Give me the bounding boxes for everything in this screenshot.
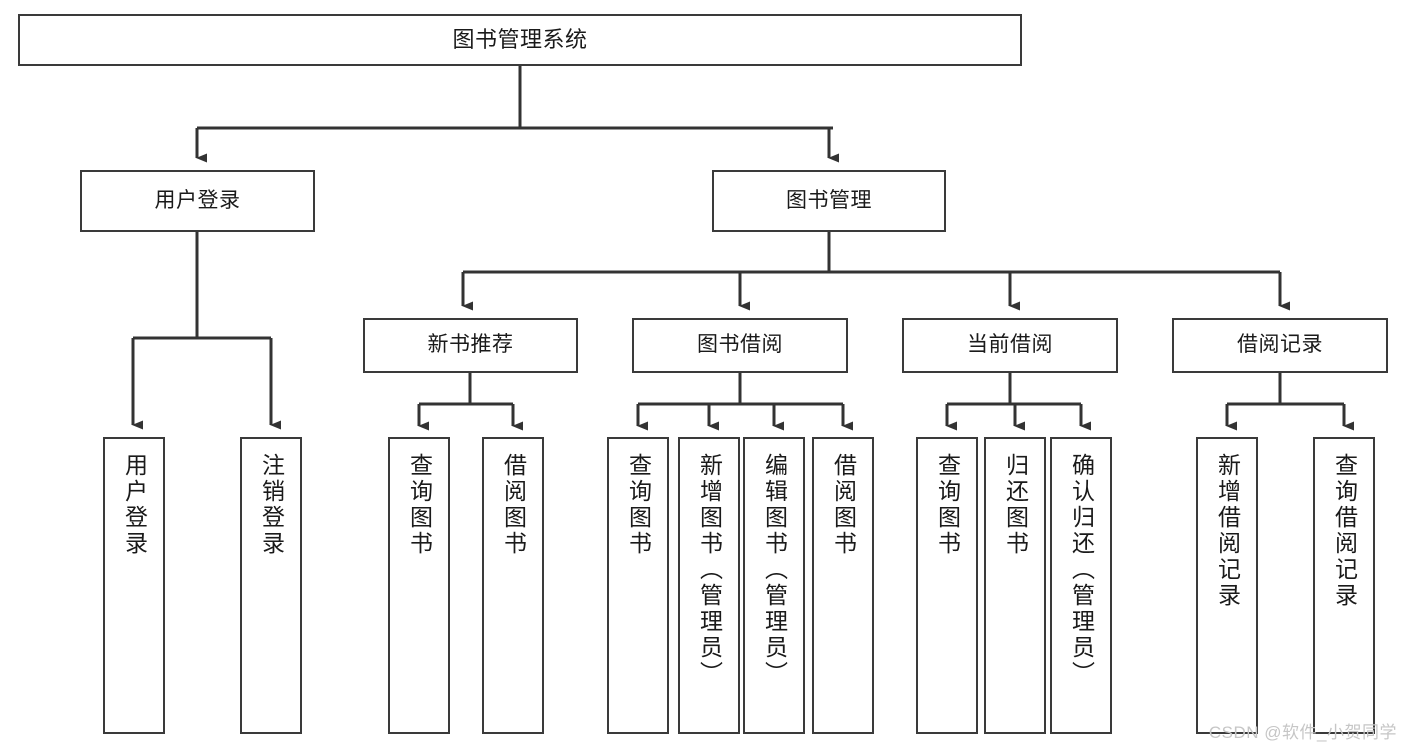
- node-user-login[interactable]: 用户登录: [80, 170, 315, 232]
- node-label: 查询图书: [934, 453, 961, 557]
- node-label: 图书管理系统: [452, 27, 588, 53]
- leaf-user-login-signout[interactable]: 注销登录: [240, 437, 302, 734]
- node-label: 归还图书: [1002, 453, 1029, 557]
- node-current-borrow[interactable]: 当前借阅: [902, 318, 1118, 373]
- leaf-borrow-borrow-book[interactable]: 借阅图书: [812, 437, 874, 734]
- node-label: 借阅记录: [1237, 333, 1323, 357]
- node-new-book-recommend[interactable]: 新书推荐: [363, 318, 578, 373]
- leaf-record-query-record[interactable]: 查询借阅记录: [1313, 437, 1375, 734]
- node-root-system[interactable]: 图书管理系统: [18, 14, 1022, 66]
- leaf-current-return-book[interactable]: 归还图书: [984, 437, 1046, 734]
- node-label: 用户登录: [154, 188, 241, 212]
- node-label: 新增借阅记录: [1214, 453, 1241, 609]
- leaf-borrow-add-book[interactable]: 新增图书（管理员）: [678, 437, 740, 734]
- node-label: 查询借阅记录: [1331, 453, 1358, 609]
- node-label: 借阅图书: [500, 453, 527, 557]
- node-label: 确认归还（管理员）: [1068, 453, 1095, 687]
- leaf-borrow-edit-book[interactable]: 编辑图书（管理员）: [743, 437, 805, 734]
- node-label: 新书推荐: [427, 333, 514, 357]
- node-book-borrow[interactable]: 图书借阅: [632, 318, 848, 373]
- node-borrow-record[interactable]: 借阅记录: [1172, 318, 1388, 373]
- node-label: 图书借阅: [697, 333, 783, 357]
- node-label: 编辑图书（管理员）: [761, 453, 788, 687]
- node-label: 借阅图书: [830, 453, 857, 557]
- leaf-current-query-book[interactable]: 查询图书: [916, 437, 978, 734]
- leaf-record-add-record[interactable]: 新增借阅记录: [1196, 437, 1258, 734]
- node-label: 注销登录: [258, 453, 285, 557]
- node-label: 图书管理: [786, 188, 872, 212]
- leaf-recommend-query-book[interactable]: 查询图书: [388, 437, 450, 734]
- leaf-recommend-borrow-book[interactable]: 借阅图书: [482, 437, 544, 734]
- node-label: 用户登录: [121, 453, 148, 557]
- leaf-user-login-signin[interactable]: 用户登录: [103, 437, 165, 734]
- node-book-management[interactable]: 图书管理: [712, 170, 946, 232]
- node-label: 新增图书（管理员）: [696, 453, 723, 687]
- node-label: 查询图书: [406, 453, 433, 557]
- leaf-borrow-query-book[interactable]: 查询图书: [607, 437, 669, 734]
- leaf-current-confirm-return[interactable]: 确认归还（管理员）: [1050, 437, 1112, 734]
- node-label: 查询图书: [625, 453, 652, 557]
- node-label: 当前借阅: [967, 333, 1053, 357]
- watermark: CSDN @软件_小贺同学: [1208, 723, 1397, 742]
